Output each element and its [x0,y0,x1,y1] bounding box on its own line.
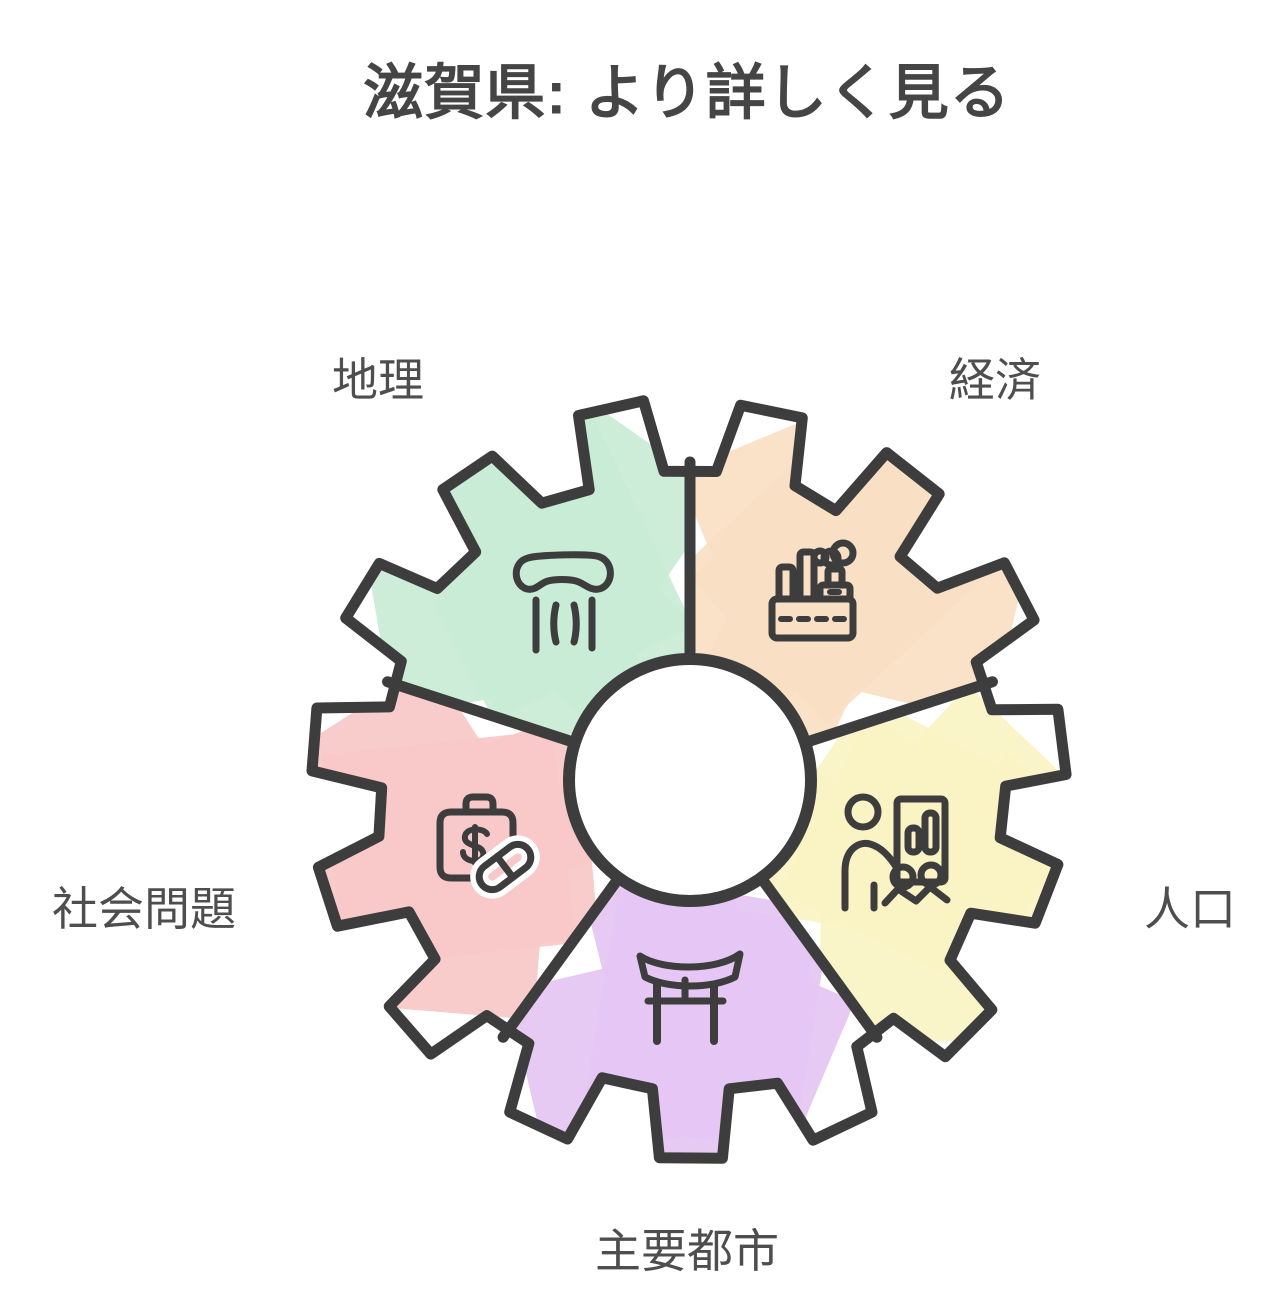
segment-label-geography[interactable]: 地理 [332,354,424,406]
torii-gate-icon [636,950,744,1045]
segment-label-social-issues[interactable]: 社会問題 [52,883,236,935]
segment-label-population[interactable]: 人口 [1144,883,1236,935]
segment-divider-lines [382,456,998,1043]
gear-hub [563,653,817,907]
briefcase-pill-icon [436,793,540,899]
greek-column-icon [512,551,614,654]
segment-label-major-cities[interactable]: 主要都市 [595,1225,779,1277]
factory-icon [768,539,857,642]
page-title: 滋賀県: より詳しく見る [363,59,1011,127]
segment-label-economy[interactable]: 経済 [949,354,1041,406]
gear-outline [306,395,1072,1164]
demographics-presentation-icon [841,793,951,912]
